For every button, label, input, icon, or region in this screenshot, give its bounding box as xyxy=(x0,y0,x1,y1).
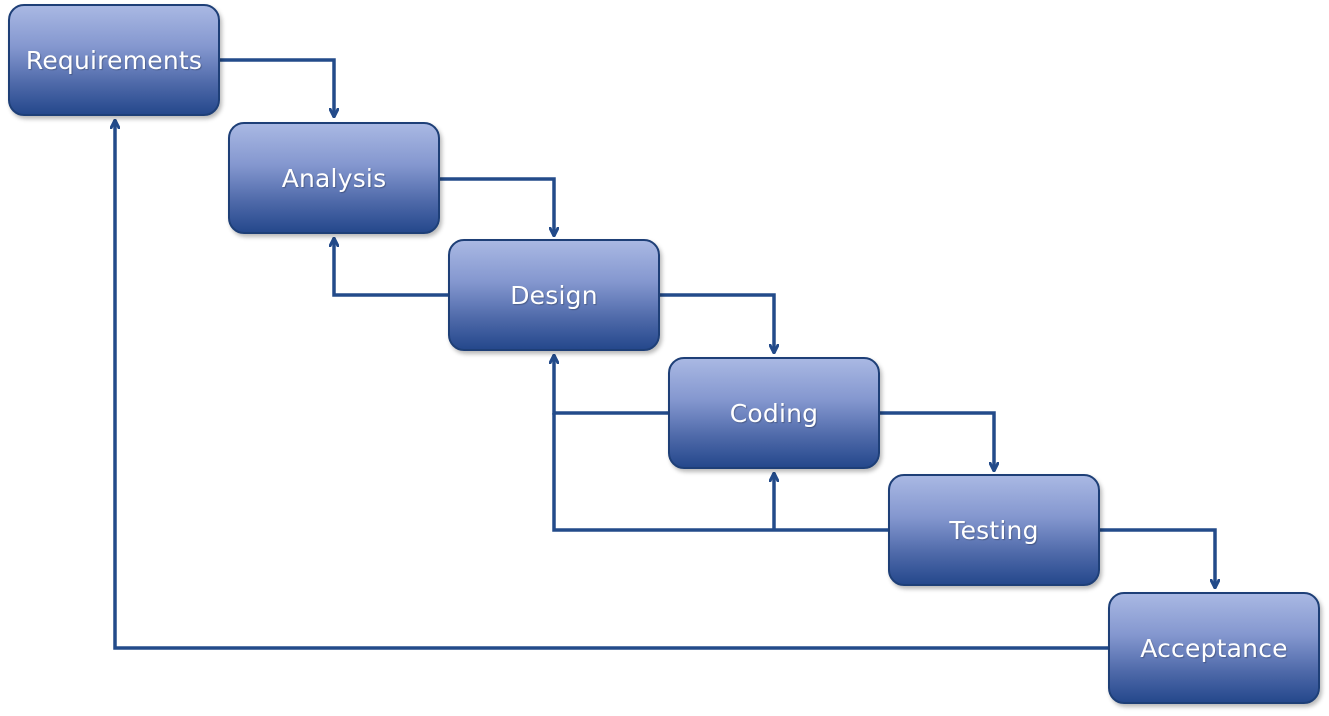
arrow-analysis-to-design xyxy=(440,177,554,236)
stage-label: Testing xyxy=(949,515,1039,545)
arrow-design-to-analysis xyxy=(334,238,448,297)
stage-label: Design xyxy=(510,280,598,310)
stage-label: Analysis xyxy=(281,163,387,193)
stage-analysis[interactable]: Analysis xyxy=(228,122,440,234)
stage-label: Requirements xyxy=(25,45,203,75)
arrow-testing-to-design xyxy=(552,413,888,532)
stage-label: Coding xyxy=(729,398,819,428)
arrow-design-to-coding xyxy=(660,293,774,353)
stage-label: Acceptance xyxy=(1140,633,1288,663)
arrow-coding-to-testing xyxy=(880,411,994,471)
stage-acceptance[interactable]: Acceptance xyxy=(1108,592,1320,704)
stage-testing[interactable]: Testing xyxy=(888,474,1100,586)
arrow-testing-to-acceptance xyxy=(1100,528,1215,588)
stage-requirements[interactable]: Requirements xyxy=(8,4,220,116)
arrow-acceptance-to-requirements xyxy=(115,120,1108,650)
stage-design[interactable]: Design xyxy=(448,239,660,351)
stage-coding[interactable]: Coding xyxy=(668,357,880,469)
arrow-coding-to-design xyxy=(554,355,668,415)
arrow-requirements-to-analysis xyxy=(220,58,334,117)
